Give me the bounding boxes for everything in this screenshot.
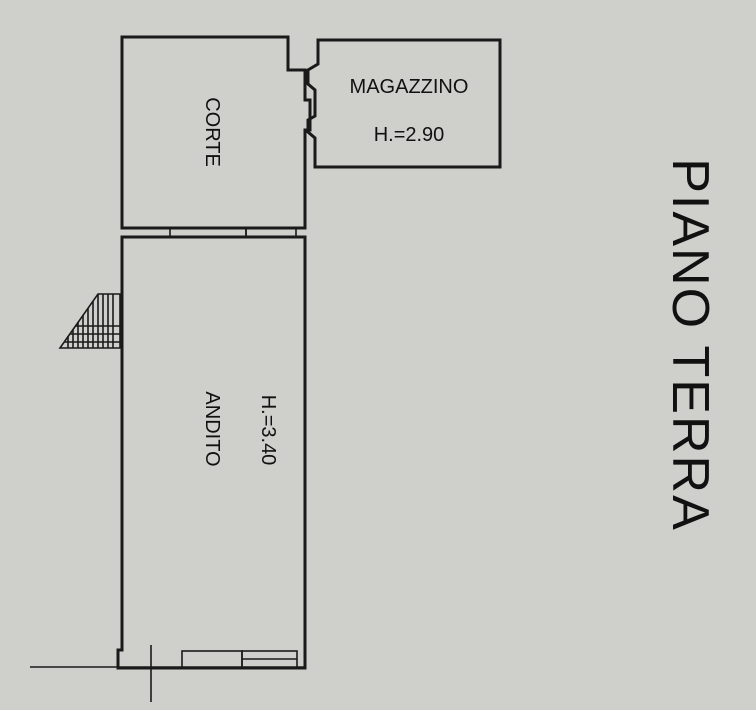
corte-label: CORTE [201, 97, 223, 167]
magazzino-height: H.=2.90 [374, 124, 445, 146]
bottom-door-left [181, 650, 243, 669]
andito-walls [116, 235, 307, 670]
room-andito: ANDITO H.=3.40 [116, 235, 307, 670]
plan-title: PIANO TERRA [661, 158, 719, 532]
reference-lines [30, 645, 305, 702]
doorway-andito-bottom [181, 650, 298, 669]
andito-height: H.=3.40 [257, 395, 279, 466]
room-corte: CORTE [120, 35, 312, 230]
magazzino-walls [306, 38, 502, 169]
magazzino-label: MAGAZZINO [350, 76, 469, 98]
stair-icon [58, 293, 121, 349]
room-magazzino: MAGAZZINO H.=2.90 [306, 38, 502, 169]
andito-label: ANDITO [201, 391, 223, 466]
